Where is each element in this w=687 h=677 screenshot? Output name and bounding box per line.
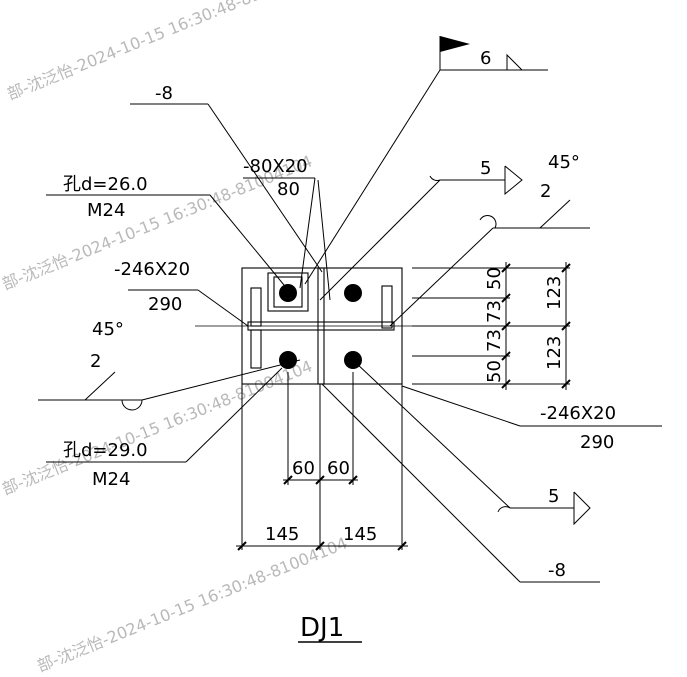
label-plate-right: -246X20: [540, 403, 616, 424]
stiffener-top-leader-2: [317, 179, 331, 301]
bolt-top-right: [344, 284, 362, 302]
label-angle-left: 45°: [92, 319, 124, 340]
stiffener-left-bottom: [250, 329, 262, 369]
weld-right-top-leader: [319, 179, 441, 301]
watermark-3: 部-沈泛怡-2024-10-15 16:30:48-81004104: [0, 356, 315, 498]
weld-flag: [440, 36, 470, 52]
watermark-4: 部-沈泛怡-2024-10-15 16:30:48-81004104: [34, 533, 350, 673]
label-bolt-top: M24: [87, 200, 125, 221]
weld-fillet-symbol-top: [506, 53, 523, 71]
plate-bottom-right-leader: [321, 383, 521, 583]
label-plate-bottom-right: -8: [548, 560, 566, 581]
plate-top-left-leader: [207, 103, 323, 273]
drawing-title: DJ1: [300, 613, 344, 643]
weld-right-bottom-leader: [354, 361, 511, 509]
dim-145-b: 145: [343, 524, 377, 545]
bolt-group: [279, 284, 362, 369]
label-angle-right: 45°: [548, 152, 580, 173]
dimension-lines: [236, 262, 570, 550]
label-plate-left-len: 290: [148, 294, 182, 315]
label-stiffener-top: -80X20: [243, 156, 308, 177]
label-angle-right-n: 2: [540, 181, 551, 202]
label-plate-top-left: -8: [155, 83, 173, 104]
angle-right-tick: [539, 199, 571, 229]
label-plate-left: -246X20: [114, 259, 190, 280]
dim-145-a: 145: [265, 524, 299, 545]
dim-right-123-bottom: 123: [544, 336, 565, 370]
weld-flag-leader: [304, 69, 441, 285]
angle-left-arc: [121, 399, 143, 411]
weld-right-top-symbol: [504, 165, 523, 196]
stiffener-left-top: [250, 287, 262, 327]
plate-outline-group: [195, 267, 440, 385]
weld-right-bottom-arc: [497, 506, 511, 513]
angle-left-tick: [84, 371, 116, 401]
label-weld-right-bottom: 5: [548, 486, 559, 507]
weld-right-top-arc: [429, 175, 441, 181]
washer-inner: [273, 276, 303, 308]
label-stiffener-top-len: 80: [277, 179, 300, 200]
plate-right-leader: [401, 385, 521, 427]
label-plate-right-len: 290: [580, 432, 614, 453]
leader-lines: [38, 36, 662, 583]
stiffener-top-leader: [299, 177, 316, 289]
hole-top-leader: [209, 194, 285, 286]
dim-right-123-top: 123: [544, 276, 565, 310]
label-hole-bottom: 孔d=29.0: [63, 440, 148, 461]
angle-right-leader: [389, 227, 494, 327]
label-hole-top: 孔d=26.0: [63, 174, 148, 195]
dim-right-50-top: 50: [484, 267, 505, 290]
stiffener-right: [381, 285, 393, 329]
dim-right-50-bottom: 50: [484, 360, 505, 383]
angle-left-leader: [141, 359, 301, 401]
bolt-top-left: [279, 284, 297, 302]
watermark-group: 部-沈泛怡-2024-10-15 16:30:48-81004104 部-沈泛怡…: [0, 0, 350, 676]
angle-right-arc: [479, 215, 497, 229]
hole-bottom-leader: [185, 367, 283, 463]
dim-right-73-bottom: 73: [484, 329, 505, 352]
weld-right-bottom-symbol: [573, 491, 591, 526]
washer-plate: [267, 272, 309, 312]
label-angle-left-n: 2: [90, 351, 101, 372]
dim-right-73-top: 73: [484, 300, 505, 323]
label-group: 6 -8 -80X20 80 孔d=26.0 M24 -246X20 290 4…: [63, 48, 616, 581]
label-weld-top: 6: [480, 48, 491, 69]
dim-60-b: 60: [327, 458, 350, 479]
plate-left-leader: [197, 289, 249, 327]
bolt-bottom-left: [279, 351, 297, 369]
label-bolt-bottom: M24: [92, 469, 130, 490]
dimension-ticks: [237, 263, 571, 551]
label-weld-right-top: 5: [480, 158, 491, 179]
dim-60-a: 60: [292, 458, 315, 479]
